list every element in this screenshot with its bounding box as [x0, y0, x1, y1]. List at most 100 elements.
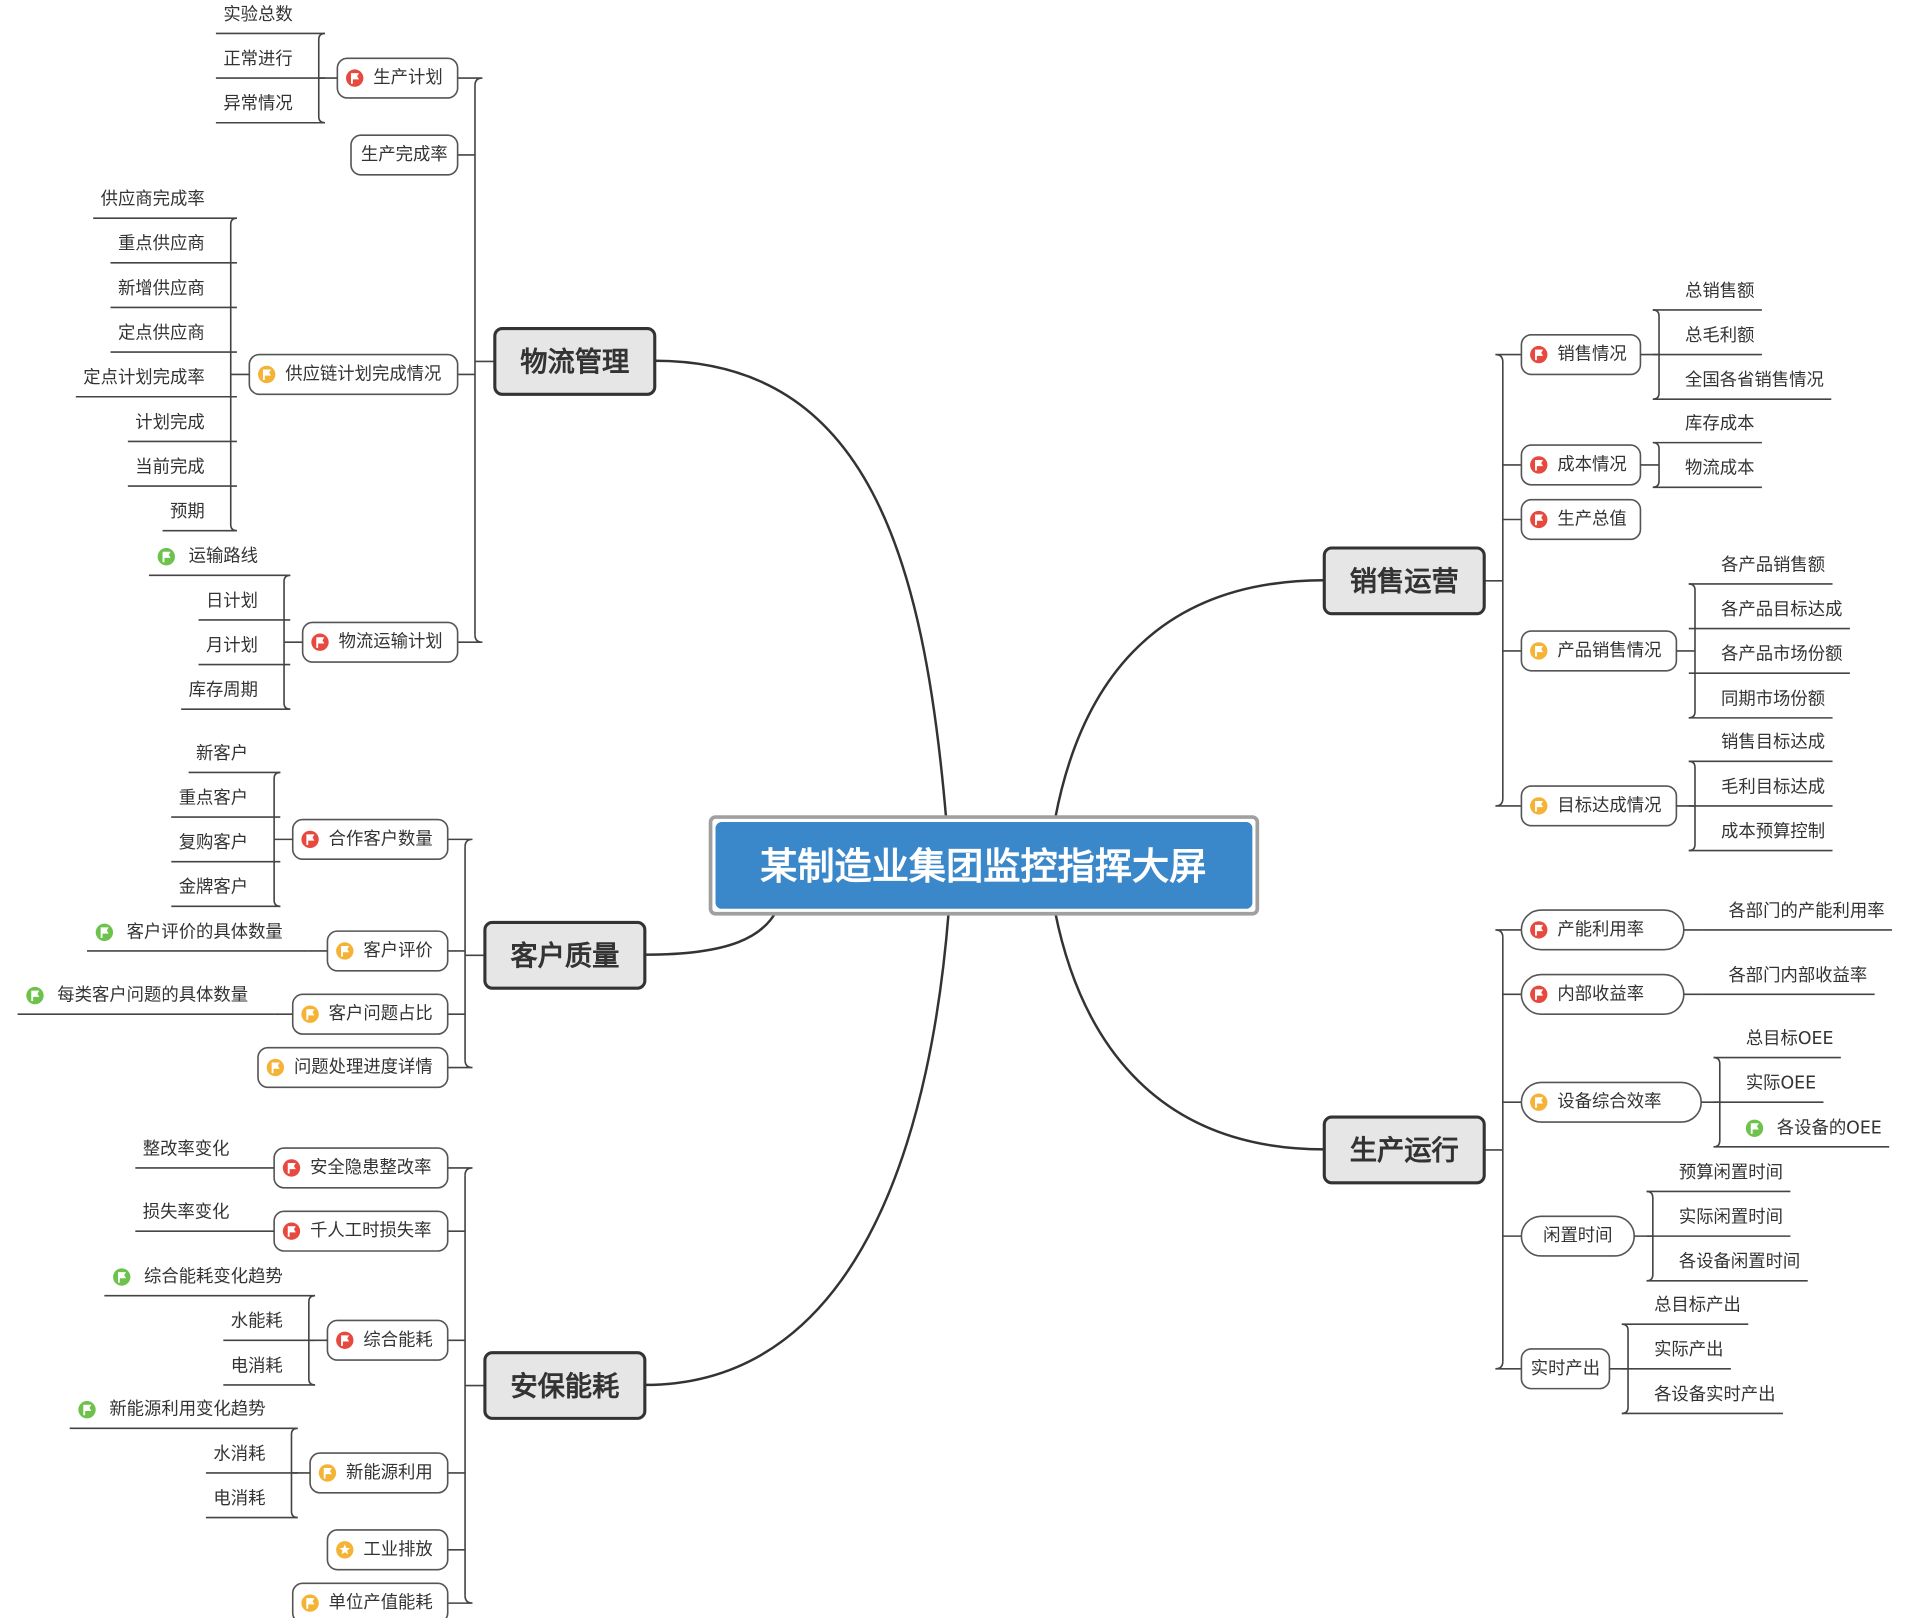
leaf-item[interactable]: 正常进行: [215, 50, 325, 79]
main-topic[interactable]: 客户质量: [483, 920, 647, 990]
subtopic[interactable]: 生产总值: [1502, 498, 1642, 541]
leaf-item[interactable]: 库存周期: [181, 681, 291, 710]
leaf-item[interactable]: 全国各省销售情况: [1652, 371, 1832, 401]
leaf-item[interactable]: 整改率变化: [135, 1139, 256, 1169]
leaf-item[interactable]: 重点客户: [171, 788, 281, 818]
leaf-item[interactable]: 总目标产出: [1621, 1296, 1749, 1325]
leaf-item[interactable]: 实际OEE: [1713, 1074, 1824, 1104]
leaf-item[interactable]: 总销售额: [1652, 281, 1762, 311]
leaf-item[interactable]: 电消耗: [223, 1356, 316, 1386]
leaf-item[interactable]: 损失率变化: [135, 1203, 256, 1232]
leaf-item[interactable]: 日计划: [198, 591, 291, 621]
leaf-item[interactable]: 预算闲置时间: [1646, 1163, 1791, 1193]
leaf-group: 损失率变化: [135, 1203, 275, 1232]
leaf-item[interactable]: 总毛利额: [1652, 326, 1762, 356]
main-topic[interactable]: 销售运营: [1322, 546, 1486, 616]
leaf-item[interactable]: 预期: [162, 502, 237, 532]
leaf-item[interactable]: 客户评价的具体数量: [87, 922, 309, 952]
leaf-item[interactable]: 水消耗: [205, 1444, 298, 1474]
leaf-item[interactable]: 当前完成: [127, 457, 237, 487]
subtopic[interactable]: 内部收益率 各部门内部收益率: [1502, 966, 1875, 1016]
leaf-item[interactable]: 运输路线: [148, 547, 291, 577]
leaf-label: 销售目标达成: [1721, 733, 1825, 753]
leaf-item[interactable]: 异常情况: [215, 94, 325, 124]
leaf-item[interactable]: 金牌客户: [171, 878, 281, 908]
subtopic[interactable]: 供应链计划完成情况供应商完成率重点供应商新增供应商定点供应商定点计划完成率计划完…: [75, 190, 475, 532]
leaf-item[interactable]: 综合能耗变化趋势: [104, 1267, 316, 1297]
leaf-item[interactable]: 各设备闲置时间: [1646, 1252, 1808, 1282]
leaf-item[interactable]: 计划完成: [127, 413, 237, 443]
subtopic-label: 内部收益率: [1557, 984, 1644, 1004]
leaf-item[interactable]: 月计划: [198, 636, 291, 666]
main-topic[interactable]: 物流管理: [493, 327, 657, 396]
central-topic[interactable]: 某制造业集团监控指挥大屏: [708, 815, 1260, 916]
main-topic-label: 安保能耗: [510, 1370, 619, 1402]
leaf-item[interactable]: 复购客户: [171, 833, 281, 863]
leaf-label: 全国各省销售情况: [1685, 371, 1824, 391]
leaf-group: 每类客户问题的具体数量: [17, 986, 293, 1016]
leaf-item[interactable]: 同期市场份额: [1688, 689, 1833, 719]
leaf-item[interactable]: 新增供应商: [110, 279, 237, 309]
subtopic[interactable]: 单位产值能耗: [291, 1582, 473, 1618]
orange-flag-icon: [1530, 642, 1548, 660]
leaf-item[interactable]: 每类客户问题的具体数量: [17, 986, 275, 1016]
leaf-item[interactable]: 实际闲置时间: [1646, 1208, 1791, 1237]
main-topic[interactable]: 生产运行: [1322, 1115, 1486, 1185]
subtopic[interactable]: 工业排放: [326, 1529, 466, 1571]
leaf-item[interactable]: 各部门的产能利用率: [1702, 901, 1893, 931]
leaf-label: 金牌客户: [179, 878, 248, 898]
leaf-item[interactable]: 新客户: [188, 744, 281, 774]
leaf-group: 总目标OEE 实际OEE 各设备的OEE: [1701, 1029, 1890, 1148]
leaf-item[interactable]: 新能源利用变化趋势: [69, 1400, 298, 1430]
leaf-item[interactable]: 实验总数: [215, 5, 325, 35]
leaf-label: 每类客户问题的具体数量: [57, 986, 248, 1006]
leaf-item[interactable]: 总目标OEE: [1713, 1029, 1841, 1059]
leaf-item[interactable]: 各设备实时产出: [1621, 1385, 1783, 1415]
leaf-item[interactable]: 定点供应商: [110, 324, 237, 353]
leaf-item[interactable]: 库存成本: [1652, 414, 1762, 444]
leaf-item[interactable]: 各部门内部收益率: [1702, 966, 1875, 996]
leaf-label: 计划完成: [135, 413, 204, 433]
green-flag-icon: [78, 1401, 96, 1419]
leaf-item[interactable]: 实际产出: [1621, 1340, 1731, 1370]
subtopic-box: [309, 1452, 449, 1494]
leaf-label: 定点计划完成率: [83, 368, 204, 388]
leaf-item[interactable]: 各产品销售额: [1688, 555, 1833, 585]
leaf-item[interactable]: 电消耗: [205, 1489, 298, 1519]
leaf-item[interactable]: 成本预算控制: [1688, 822, 1833, 852]
leaf-item[interactable]: 重点供应商: [110, 234, 237, 264]
leaf-item[interactable]: 各产品市场份额: [1688, 645, 1850, 675]
leaf-item[interactable]: 定点计划完成率: [75, 368, 237, 398]
leaf-item[interactable]: 供应商完成率: [93, 190, 237, 220]
subtopic[interactable]: 问题处理进度详情: [257, 1046, 473, 1089]
leaf-item[interactable]: 物流成本: [1652, 459, 1762, 489]
leaf-label: 实际OEE: [1746, 1074, 1816, 1094]
subtopic[interactable]: 生产完成率: [350, 134, 475, 176]
leaf-item[interactable]: 销售目标达成: [1688, 733, 1833, 763]
leaf-label: 重点客户: [179, 788, 248, 808]
leaf-label: 预算闲置时间: [1679, 1163, 1783, 1183]
leaf-item[interactable]: 水能耗: [223, 1312, 316, 1342]
leaf-item[interactable]: 各产品目标达成: [1688, 600, 1850, 630]
main-topic[interactable]: 安保能耗: [483, 1351, 647, 1420]
leaf-item[interactable]: 毛利目标达成: [1688, 777, 1833, 807]
leaf-item[interactable]: 各设备的OEE: [1713, 1118, 1890, 1148]
